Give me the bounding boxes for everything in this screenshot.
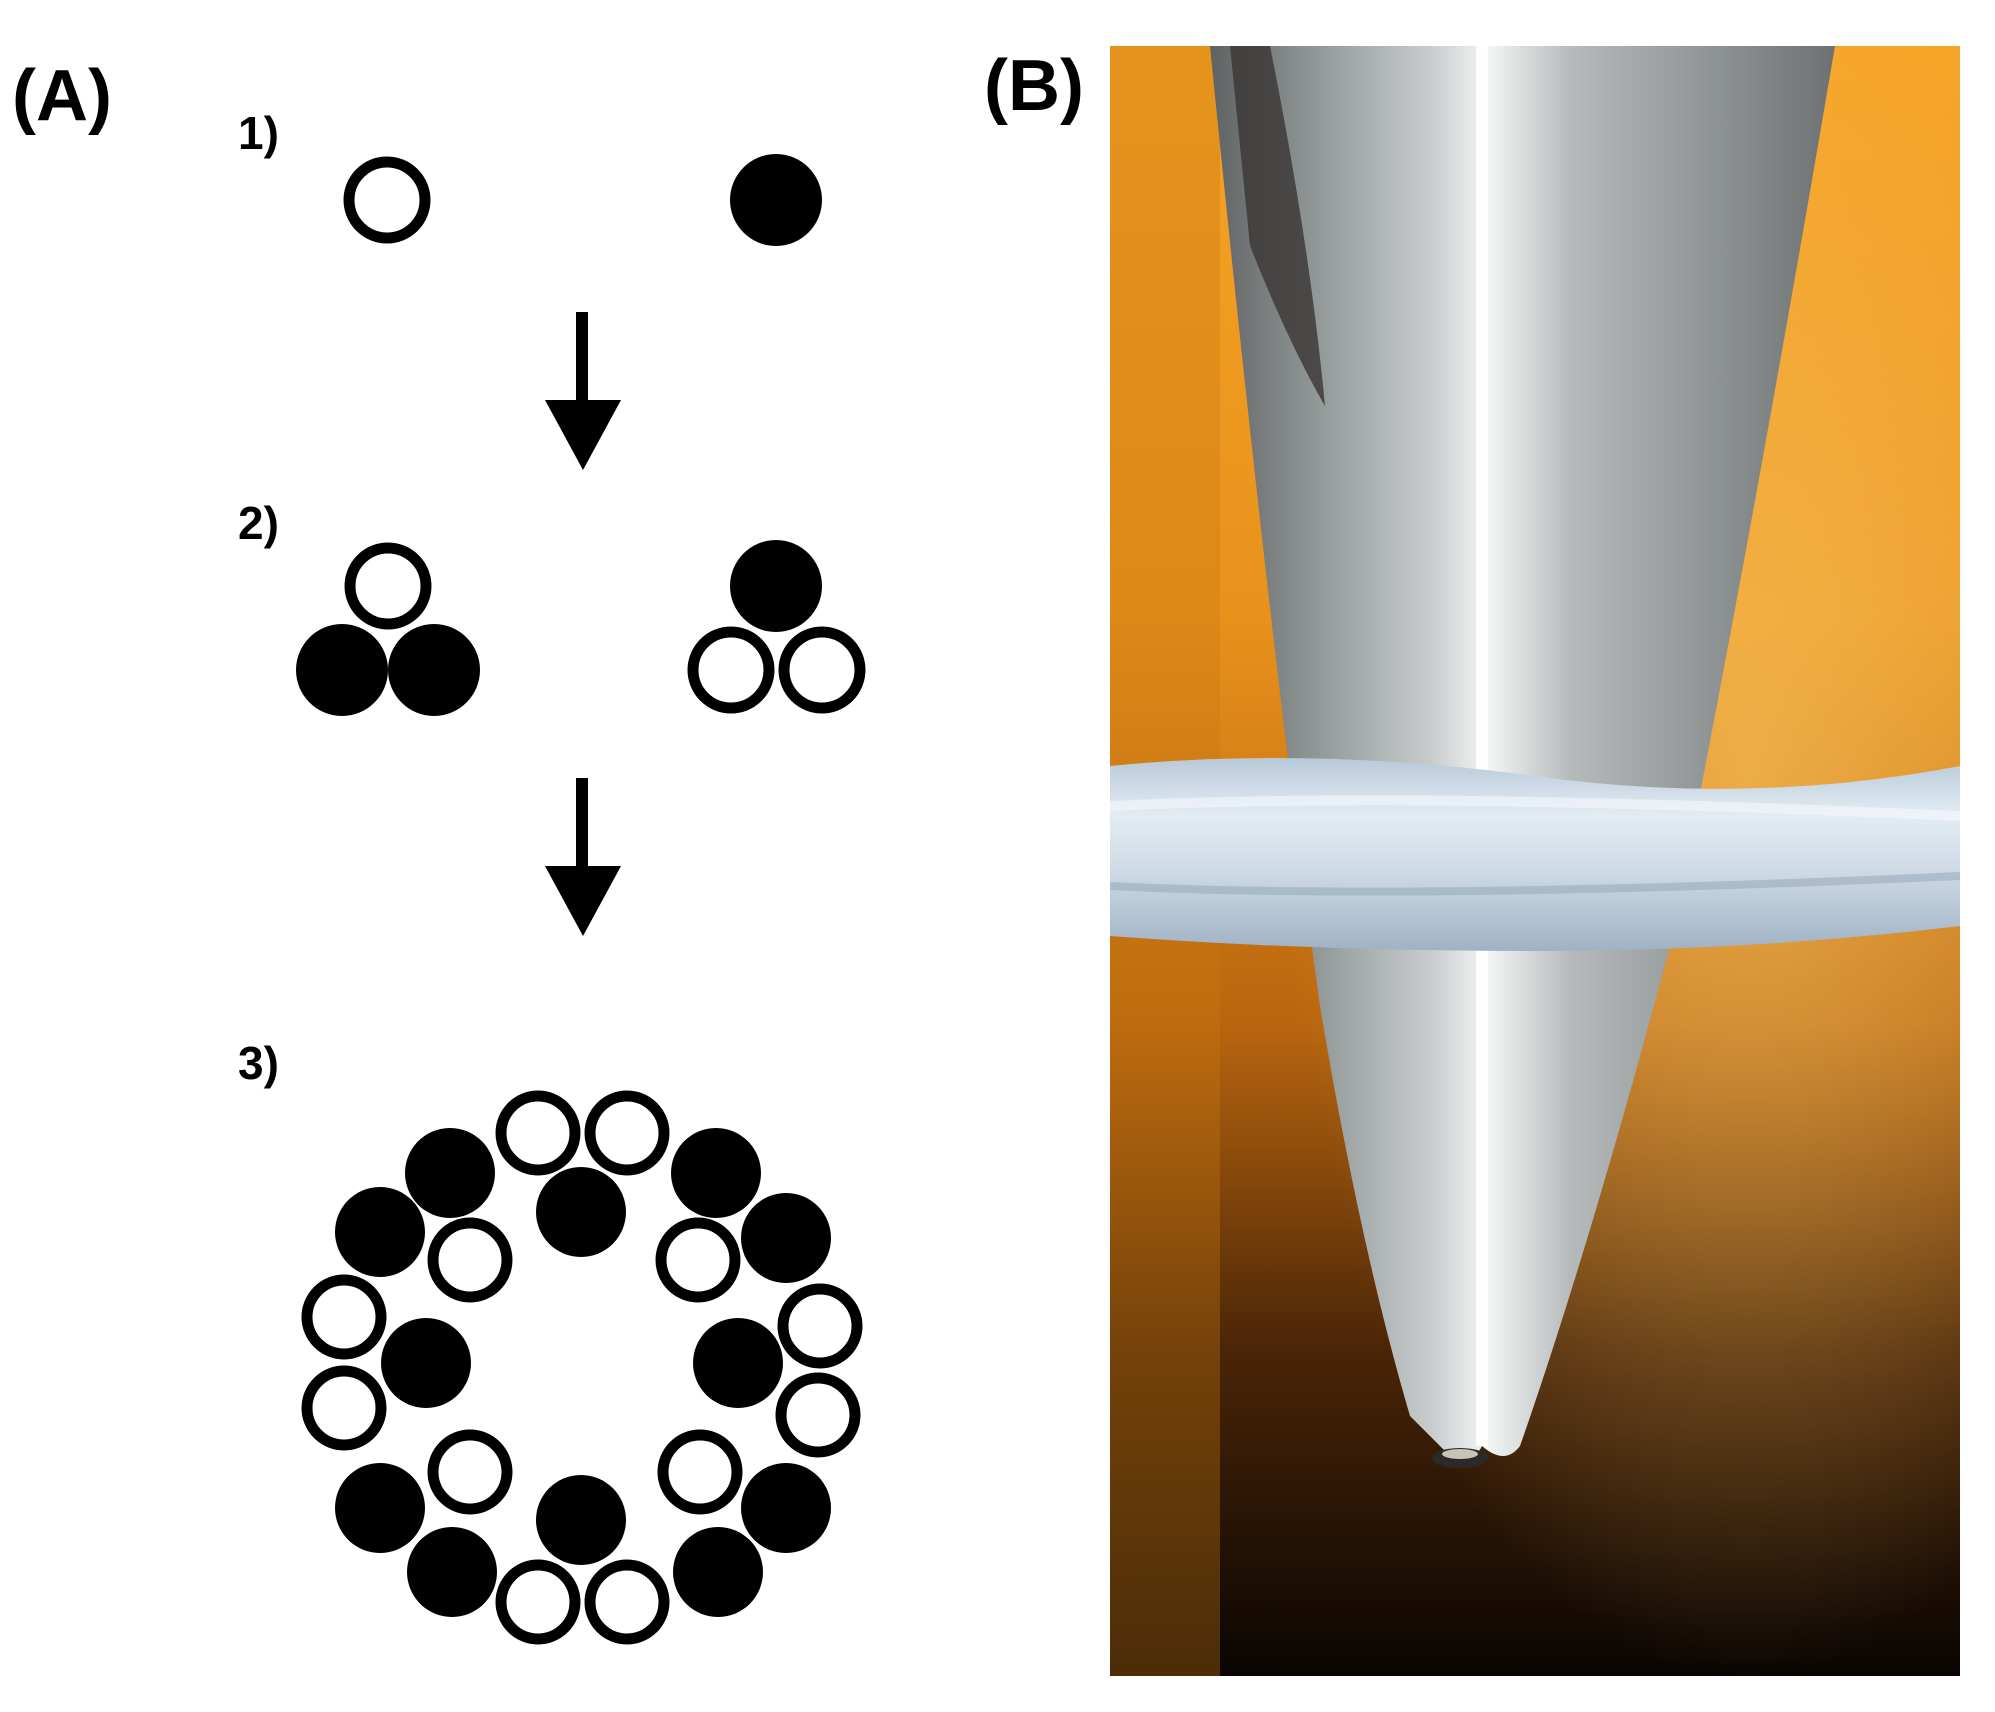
- filled-particle: [730, 540, 822, 632]
- step-2-cluster-right: [687, 540, 866, 714]
- filled-particle: [405, 1128, 495, 1218]
- filled-particle: [335, 1187, 425, 1277]
- step-3-ring-assembly: [301, 1090, 863, 1645]
- open-particle: [495, 1559, 581, 1645]
- filled-particle: [693, 1318, 783, 1408]
- self-assembly-diagram: [296, 154, 866, 1645]
- arrow-1: [545, 312, 621, 470]
- step-1-particles: [343, 154, 822, 246]
- filled-particle: [671, 1128, 761, 1218]
- step-3-label: 3): [238, 1037, 279, 1089]
- filled-particle: [741, 1193, 831, 1283]
- open-particle: [777, 1283, 863, 1369]
- open-particle: [427, 1217, 513, 1303]
- filled-particle: [536, 1475, 626, 1565]
- open-particle: [687, 626, 775, 714]
- step-2-cluster-left: [296, 542, 480, 716]
- open-particle: [584, 1559, 670, 1645]
- filled-particle: [673, 1527, 763, 1617]
- open-particle: [495, 1090, 581, 1176]
- tapered-tube-photo: [1110, 46, 1960, 1676]
- filled-particle: [335, 1463, 425, 1553]
- step-2-label: 2): [238, 497, 279, 549]
- open-particle: [301, 1274, 387, 1360]
- open-particle: [344, 542, 432, 630]
- filled-particle: [388, 624, 480, 716]
- filled-particle: [407, 1527, 497, 1617]
- filled-particle: [536, 1167, 626, 1257]
- arrow-2: [545, 778, 621, 936]
- filled-particle: [296, 624, 388, 716]
- step-1-label: 1): [238, 107, 279, 159]
- open-particle: [301, 1365, 387, 1451]
- open-particle: [584, 1090, 670, 1176]
- open-particle: [655, 1217, 741, 1303]
- open-particle: [427, 1429, 513, 1515]
- panel-b-label: (B): [984, 46, 1084, 126]
- open-particle: [775, 1372, 861, 1458]
- filled-particle: [730, 154, 822, 246]
- panel-a-label: (A): [12, 56, 112, 136]
- filled-particle: [741, 1463, 831, 1553]
- filled-particle: [381, 1318, 471, 1408]
- open-particle: [778, 626, 866, 714]
- open-particle: [657, 1429, 743, 1515]
- open-particle: [343, 156, 431, 244]
